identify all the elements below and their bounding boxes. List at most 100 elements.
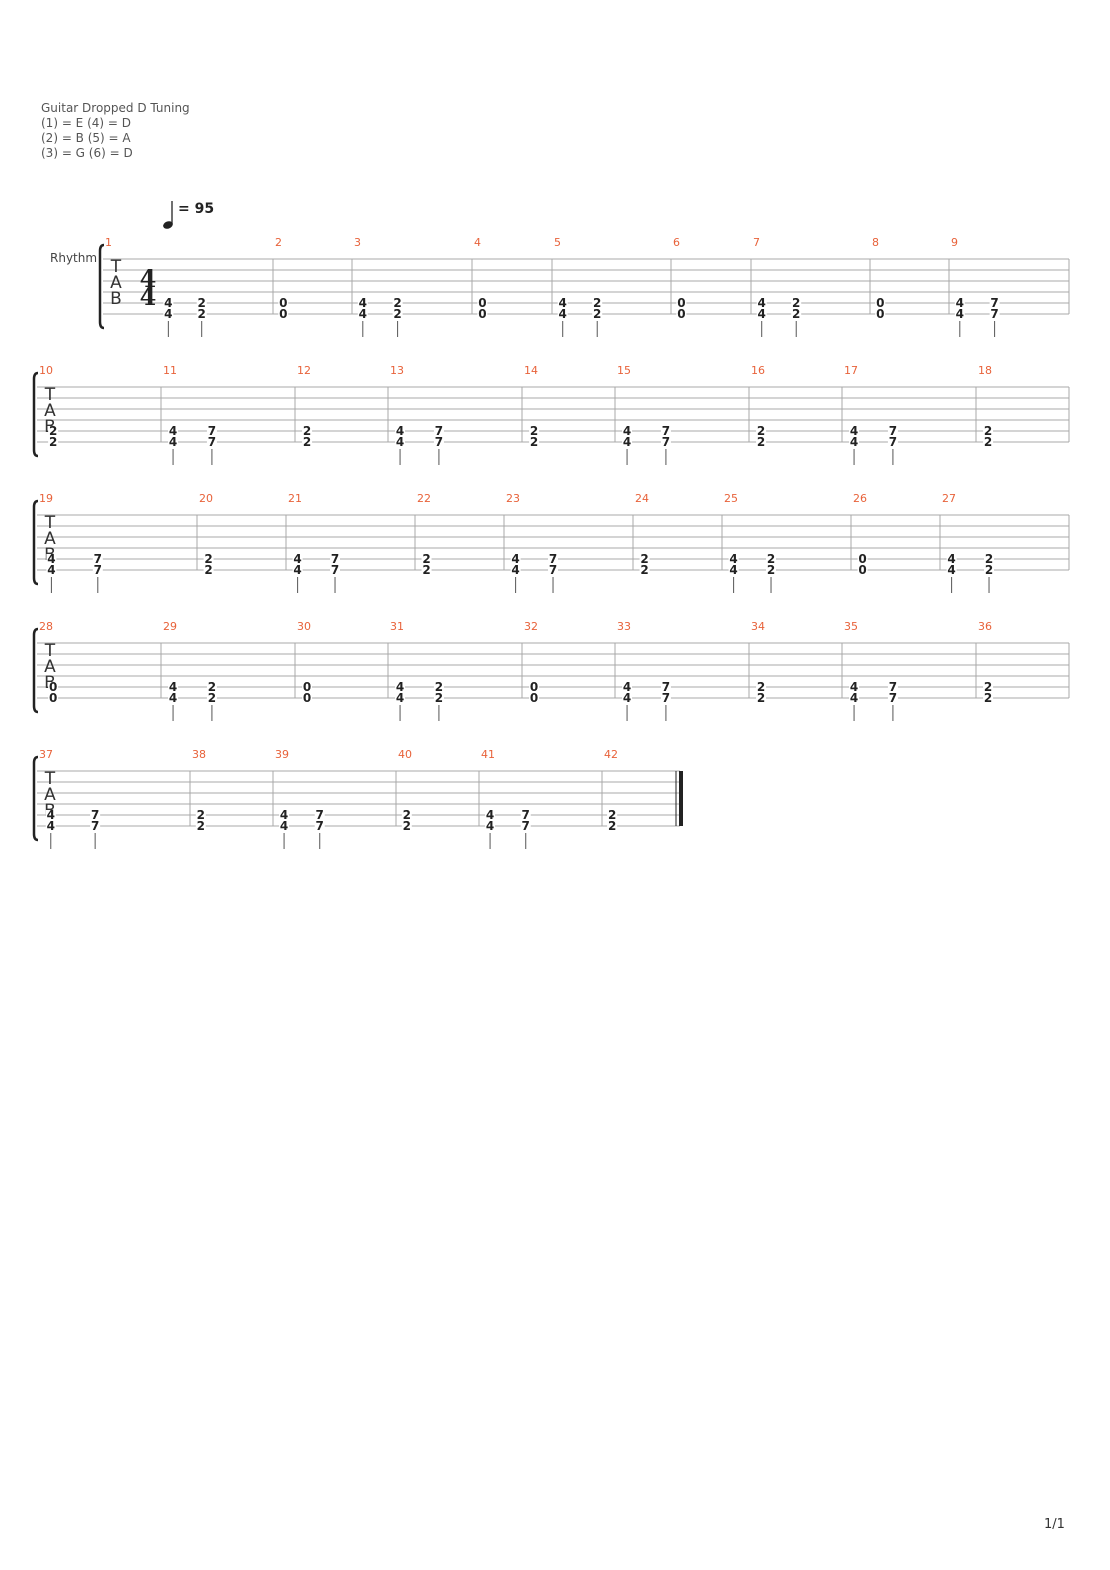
fret-background [395, 682, 406, 692]
fret-number: 7 [208, 435, 216, 449]
fret-background [48, 693, 59, 703]
fret-number: 4 [956, 307, 964, 321]
measure-number: 36 [978, 620, 992, 633]
measure-number: 41 [481, 748, 495, 761]
measure-number: 24 [635, 492, 649, 505]
fret-background [279, 821, 290, 831]
fret-background [728, 554, 739, 564]
fret-background [477, 298, 488, 308]
fret-background [433, 426, 444, 436]
fret-number: 4 [511, 563, 519, 577]
fret-background [557, 309, 568, 319]
fret-background [756, 437, 767, 447]
fret-background [485, 810, 496, 820]
fret-background [163, 309, 174, 319]
fret-number: 4 [850, 691, 858, 705]
fret-background [983, 693, 994, 703]
fret-number: 4 [169, 680, 177, 694]
fret-number: 2 [208, 691, 216, 705]
fret-number: 2 [49, 424, 57, 438]
fret-number: 2 [640, 563, 648, 577]
fret-background [485, 821, 496, 831]
fret-background [314, 810, 325, 820]
measure-number: 32 [524, 620, 538, 633]
tuning-line: (2) = B (5) = A [41, 131, 131, 145]
tab-clef-letter: T [44, 769, 56, 789]
fret-number: 4 [396, 435, 404, 449]
tuning-info: Guitar Dropped D Tuning (1) = E (4) = D … [41, 101, 190, 161]
measure-number: 29 [163, 620, 177, 633]
fret-number: 0 [876, 296, 884, 310]
measure-number: 12 [297, 364, 311, 377]
measure-number: 35 [844, 620, 858, 633]
measure-number: 34 [751, 620, 765, 633]
fret-number: 7 [662, 680, 670, 694]
fret-background [48, 682, 59, 692]
fret-number: 2 [757, 691, 765, 705]
fret-background [622, 693, 633, 703]
fret-number: 0 [858, 563, 866, 577]
fret-number: 2 [640, 552, 648, 566]
fret-background [857, 565, 868, 575]
fret-background [392, 298, 403, 308]
fret-background [592, 298, 603, 308]
fret-background [639, 554, 650, 564]
fret-background [48, 437, 59, 447]
fret-background [401, 810, 412, 820]
quarter-note-icon [163, 201, 173, 229]
fret-background [357, 309, 368, 319]
fret-number: 7 [331, 563, 339, 577]
measure-number: 11 [163, 364, 177, 377]
tab-clef-letter: T [44, 513, 56, 533]
fret-background [857, 554, 868, 564]
measure-number: 23 [506, 492, 520, 505]
system-bracket [32, 499, 39, 586]
measure-number: 5 [554, 236, 561, 249]
tab-system: TAB2800294422300031442232003344773422354… [32, 620, 1070, 721]
fret-number: 4 [169, 691, 177, 705]
fret-number: 4 [559, 307, 567, 321]
measure-number: 15 [617, 364, 631, 377]
fret-number: 7 [435, 435, 443, 449]
fret-number: 0 [858, 552, 866, 566]
fret-background [45, 821, 56, 831]
fret-number: 0 [49, 680, 57, 694]
measure-number: 10 [39, 364, 53, 377]
fret-background [392, 309, 403, 319]
fret-number: 2 [208, 680, 216, 694]
fret-background [196, 309, 207, 319]
measure-number: 9 [951, 236, 958, 249]
fret-number: 4 [758, 307, 766, 321]
fret-number: 0 [279, 307, 287, 321]
fret-background [357, 298, 368, 308]
fret-number: 2 [767, 563, 775, 577]
fret-number: 4 [850, 424, 858, 438]
fret-background [676, 298, 687, 308]
fret-background [954, 309, 965, 319]
fret-number: 4 [729, 552, 737, 566]
system-bracket [32, 371, 39, 458]
fret-background [622, 682, 633, 692]
fret-number: 2 [393, 307, 401, 321]
fret-number: 4 [47, 819, 55, 833]
fret-background [791, 298, 802, 308]
fret-background [756, 682, 767, 692]
fret-background [195, 821, 206, 831]
fret-number: 2 [593, 296, 601, 310]
fret-background [302, 682, 313, 692]
system-bracket [32, 755, 39, 842]
fret-number: 2 [984, 424, 992, 438]
fret-number: 4 [164, 307, 172, 321]
fret-number: 4 [280, 819, 288, 833]
fret-number: 4 [396, 680, 404, 694]
fret-number: 2 [403, 819, 411, 833]
measure-number: 3 [354, 236, 361, 249]
fret-background [756, 298, 767, 308]
fret-number: 7 [549, 552, 557, 566]
fret-background [983, 682, 994, 692]
fret-background [849, 426, 860, 436]
fret-number: 7 [522, 808, 530, 822]
fret-background [529, 426, 540, 436]
fret-background [548, 554, 559, 564]
fret-background [875, 298, 886, 308]
